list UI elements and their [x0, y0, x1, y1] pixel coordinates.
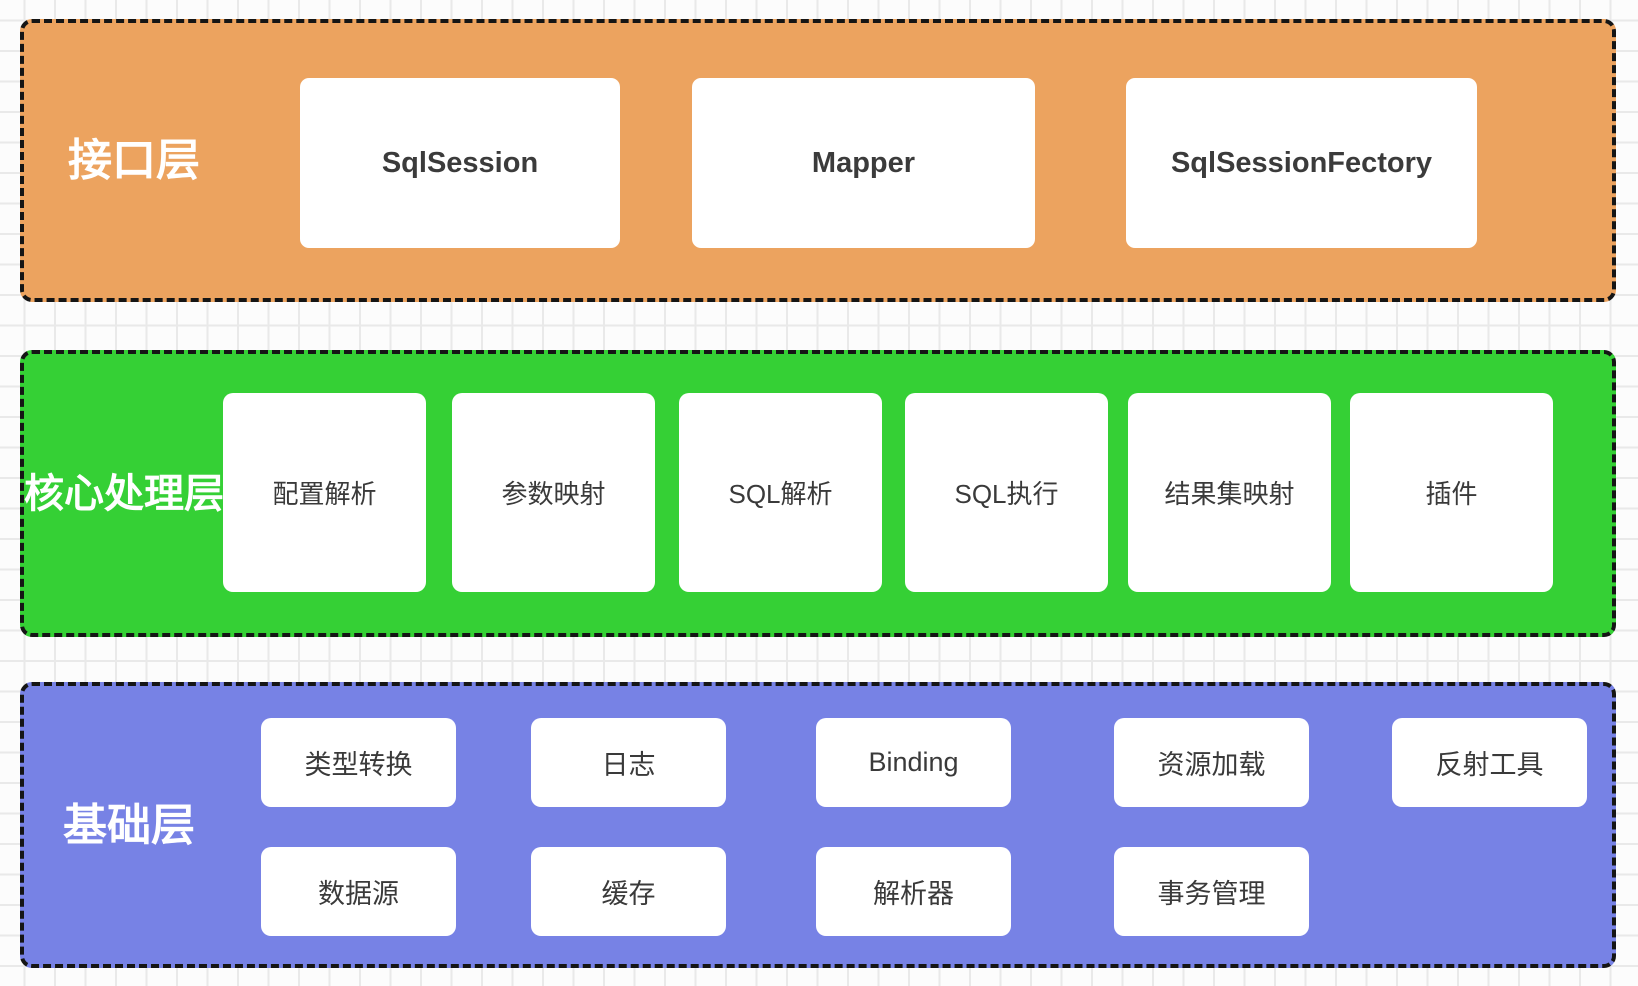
node-param-mapping: 参数映射	[452, 393, 655, 592]
node-datasource: 数据源	[261, 847, 456, 936]
node-resource-loading: 资源加载	[1114, 718, 1309, 807]
layer-core-processing: 核心处理层 配置解析 参数映射 SQL解析 SQL执行 结果集映射 插件	[20, 350, 1616, 637]
node-parser: 解析器	[816, 847, 1011, 936]
layer-interface-title: 接口层	[68, 136, 200, 185]
node-resultset-mapping: 结果集映射	[1128, 393, 1331, 592]
node-type-conversion: 类型转换	[261, 718, 456, 807]
layer-interface: 接口层 SqlSession Mapper SqlSessionFectory	[20, 19, 1616, 302]
node-mapper: Mapper	[692, 78, 1035, 248]
node-reflection-tool: 反射工具	[1392, 718, 1587, 807]
layer-foundation-title: 基础层	[63, 800, 195, 850]
node-sql-parse: SQL解析	[679, 393, 882, 592]
layer-foundation: 基础层 类型转换 日志 Binding 资源加载 反射工具 数据源 缓存 解析器…	[20, 682, 1616, 968]
node-transaction-management: 事务管理	[1114, 847, 1309, 936]
node-sqlsession: SqlSession	[300, 78, 620, 248]
node-sqlsessionfectory: SqlSessionFectory	[1126, 78, 1477, 248]
node-logging: 日志	[531, 718, 726, 807]
node-config-parse: 配置解析	[223, 393, 426, 592]
node-plugin: 插件	[1350, 393, 1553, 592]
node-sql-execute: SQL执行	[905, 393, 1108, 592]
node-cache: 缓存	[531, 847, 726, 936]
node-binding: Binding	[816, 718, 1011, 807]
layer-core-processing-title: 核心处理层	[24, 471, 224, 516]
